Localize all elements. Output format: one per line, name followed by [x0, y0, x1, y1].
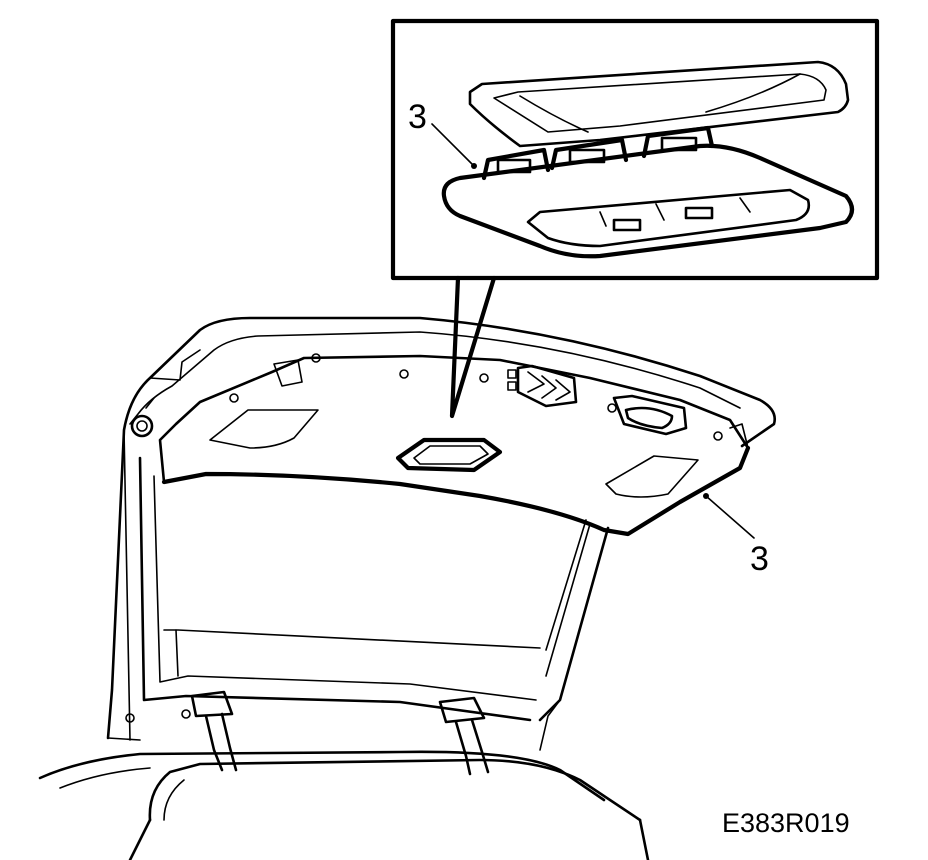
- hinges: [190, 690, 490, 776]
- inset-callout-leader: [431, 123, 475, 167]
- inset-callout-label: 3: [408, 98, 427, 136]
- inset-pointer: [449, 275, 497, 419]
- inset-frame: [390, 18, 880, 281]
- trim-panel: 3: [158, 354, 769, 578]
- main-callout-dot: [703, 493, 709, 499]
- main-callout-leader: [705, 495, 755, 539]
- tailgate-body: [106, 316, 776, 741]
- light-opening: [395, 437, 503, 473]
- inset-light-housing: [468, 60, 850, 148]
- inset-trim-piece: [441, 143, 855, 259]
- inset-callout-dot: [471, 163, 477, 169]
- detail-inset: 3: [390, 18, 880, 419]
- lower-body: [38, 699, 650, 860]
- figure-code: E383R019: [722, 808, 850, 838]
- main-callout-label: 3: [750, 540, 769, 578]
